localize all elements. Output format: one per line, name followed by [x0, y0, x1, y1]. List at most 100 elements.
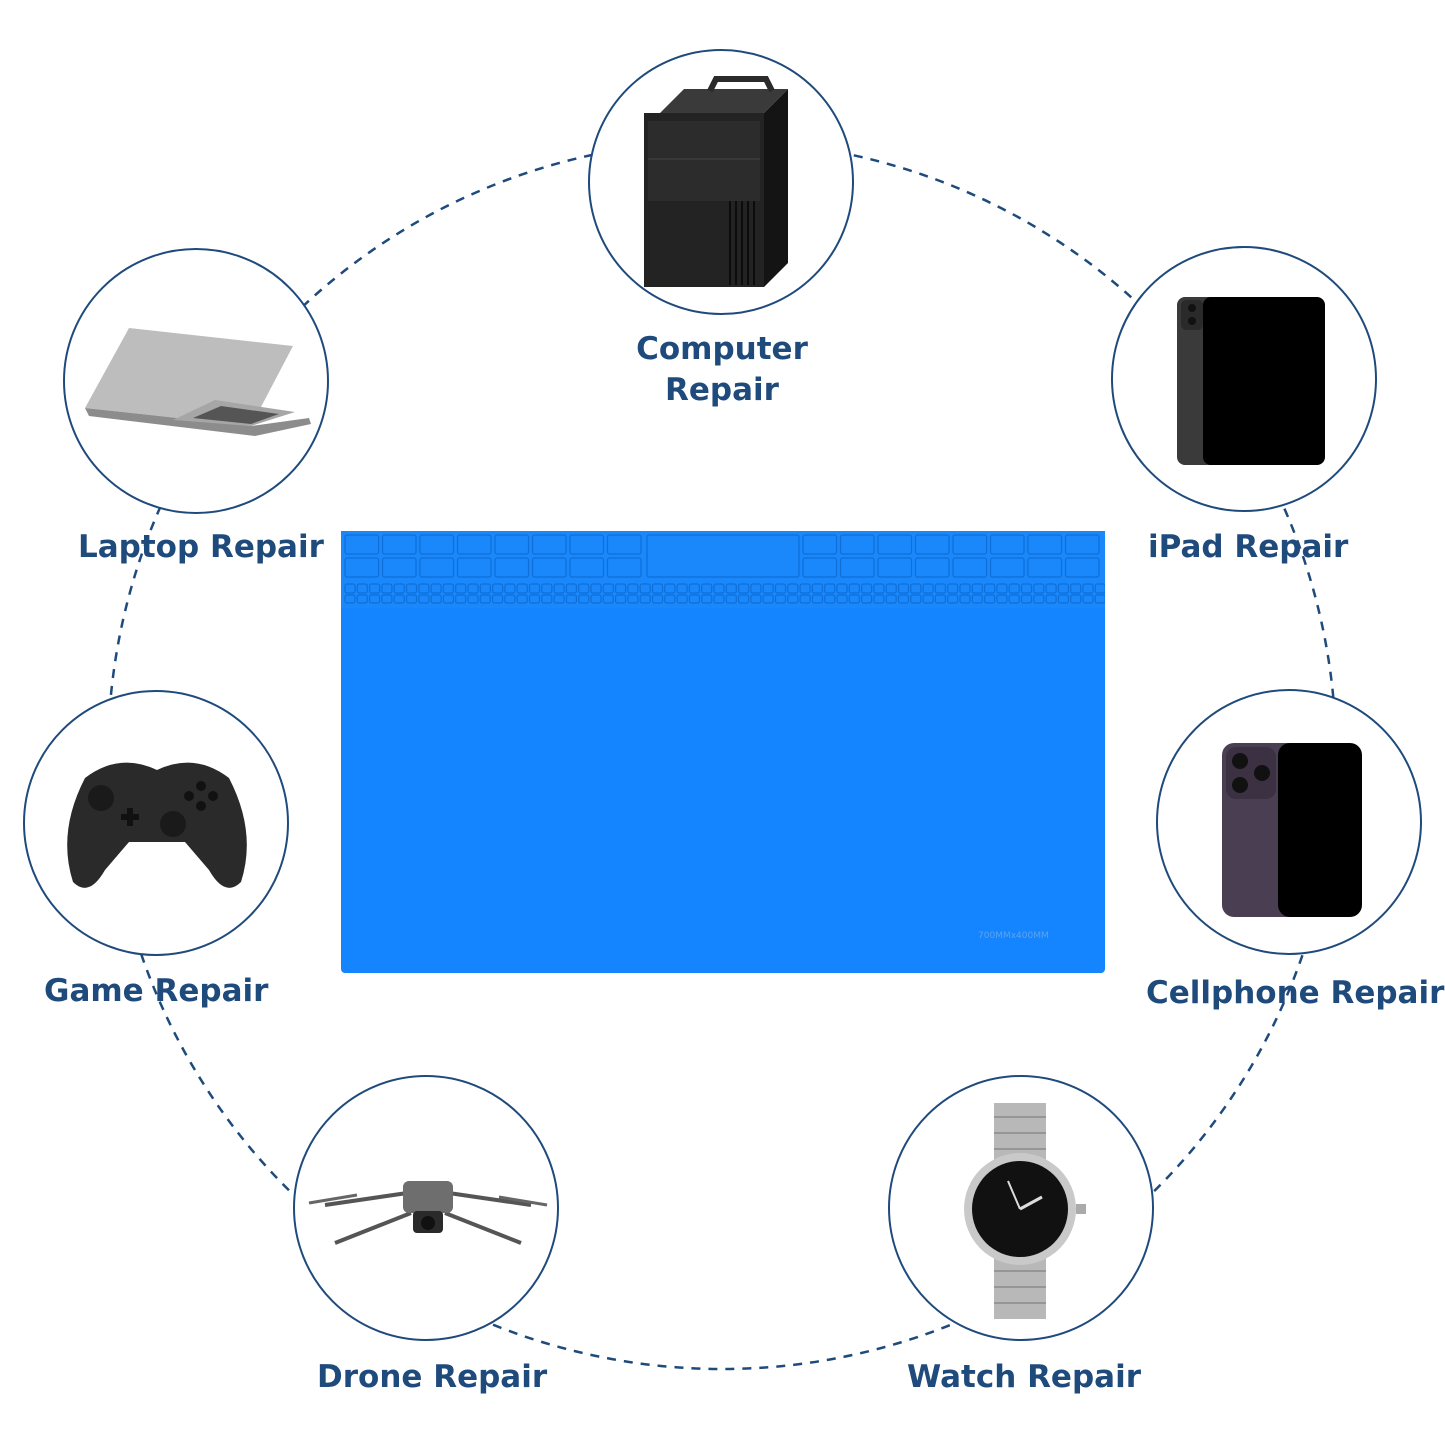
mat-compartment: [418, 583, 430, 594]
mat-compartment: [651, 594, 664, 604]
mat-compartment: [824, 583, 836, 594]
mat-compartment: [750, 594, 762, 604]
mat-compartment: [947, 583, 959, 594]
mat-compartment: [922, 583, 934, 594]
mat-compartment: [393, 594, 405, 604]
mat-compartment: [787, 583, 799, 594]
computer-label-line1: Computer: [636, 331, 808, 367]
mat-compartment: [885, 594, 897, 604]
cellphone-circle: [1156, 689, 1422, 955]
mat-compartment: [578, 594, 590, 604]
mat-compartment: [1057, 594, 1070, 604]
mat-compartment: [664, 583, 676, 594]
mat-compartment: [971, 583, 983, 594]
mat-compartment: [774, 583, 787, 594]
mat-compartment: [811, 594, 823, 604]
mat-compartment: [799, 583, 811, 594]
mat-compartment: [1008, 594, 1020, 604]
mat-compartment: [479, 594, 491, 604]
mat-compartment: [565, 583, 577, 594]
mat-compartment: [639, 594, 651, 604]
mat-compartment: [1064, 534, 1100, 555]
mat-compartment: [725, 583, 737, 594]
mat-compartment: [430, 583, 442, 594]
mat-compartment: [983, 594, 996, 604]
mat-compartment: [1045, 583, 1057, 594]
watch-repair-label: Watch Repair: [907, 1359, 1141, 1395]
laptop-icon: [85, 328, 311, 436]
drone-repair-label: Drone Repair: [317, 1359, 548, 1395]
mat-compartment: [1082, 594, 1094, 604]
game-controller-icon: [67, 762, 247, 888]
mat-compartment: [494, 557, 530, 578]
game-repair-label: Game Repair: [44, 973, 269, 1009]
repair-mat-image: [341, 531, 1105, 973]
mat-compartment: [381, 594, 393, 604]
mat-compartment: [639, 583, 651, 594]
mat-compartment: [492, 594, 504, 604]
mat-compartment: [1033, 583, 1045, 594]
mat-compartment: [738, 594, 750, 604]
mat-compartment: [688, 594, 700, 604]
mat-compartment: [602, 594, 614, 604]
mat-compartment: [569, 534, 605, 555]
mat-compartment: [914, 534, 950, 555]
mat-compartment: [897, 583, 910, 594]
mat-compartment: [839, 534, 875, 555]
mat-compartment: [516, 594, 528, 604]
mat-compartment: [934, 594, 947, 604]
drone-circle: [293, 1075, 559, 1341]
mat-compartment: [569, 557, 605, 578]
mat-compartment: [725, 594, 737, 604]
mat-compartment: [419, 557, 455, 578]
mat-compartment: [344, 583, 356, 594]
ipad-repair-label: iPad Repair: [1148, 529, 1349, 565]
mat-compartment: [1020, 583, 1033, 594]
mat-compartment: [381, 557, 417, 578]
cellphone-repair-label: Cellphone Repair: [1146, 975, 1445, 1011]
mat-compartment: [1064, 557, 1100, 578]
mat-compartment: [738, 583, 750, 594]
mat-compartment: [541, 583, 553, 594]
mat-compartment: [565, 594, 577, 604]
laptop-circle: [63, 248, 329, 514]
mat-compartment: [1033, 594, 1045, 604]
mat-compartment: [1070, 594, 1082, 604]
mat-compartment: [688, 583, 700, 594]
mat-compartment: [531, 557, 567, 578]
mat-compartment: [393, 583, 405, 594]
mat-compartment: [848, 594, 860, 604]
mat-compartment: [952, 534, 988, 555]
mat-compartment: [381, 534, 417, 555]
mat-compartment: [418, 594, 430, 604]
mat-compartment: [989, 534, 1025, 555]
mat-compartment: [1008, 583, 1020, 594]
mat-compartment: [934, 583, 947, 594]
mat-compartment: [914, 557, 950, 578]
mat-compartment: [627, 583, 639, 594]
mat-compartment: [467, 583, 479, 594]
mat-compartment: [701, 594, 713, 604]
mat-compartment: [516, 583, 528, 594]
mat-compartment: [578, 583, 590, 594]
mat-compartment: [492, 583, 504, 594]
mat-compartment: [531, 534, 567, 555]
mat-compartment: [1027, 534, 1063, 555]
mat-compartment: [442, 594, 455, 604]
mat-compartment: [356, 583, 368, 594]
mat-compartment: [405, 583, 418, 594]
mat-compartment: [947, 594, 959, 604]
mat-compartment: [996, 583, 1008, 594]
mat-size-text: 700MMx400MM: [978, 931, 1049, 941]
mat-compartment: [606, 534, 642, 555]
mat-compartment: [774, 594, 787, 604]
mat-compartment: [602, 583, 614, 594]
mat-compartment: [713, 594, 725, 604]
ipad-circle: [1111, 246, 1377, 512]
mat-compartment: [836, 594, 848, 604]
computer-circle: [588, 49, 854, 315]
mat-compartment: [952, 557, 988, 578]
mat-compartment: [971, 594, 983, 604]
mat-compartment: [553, 583, 565, 594]
mat-compartment: [910, 583, 922, 594]
